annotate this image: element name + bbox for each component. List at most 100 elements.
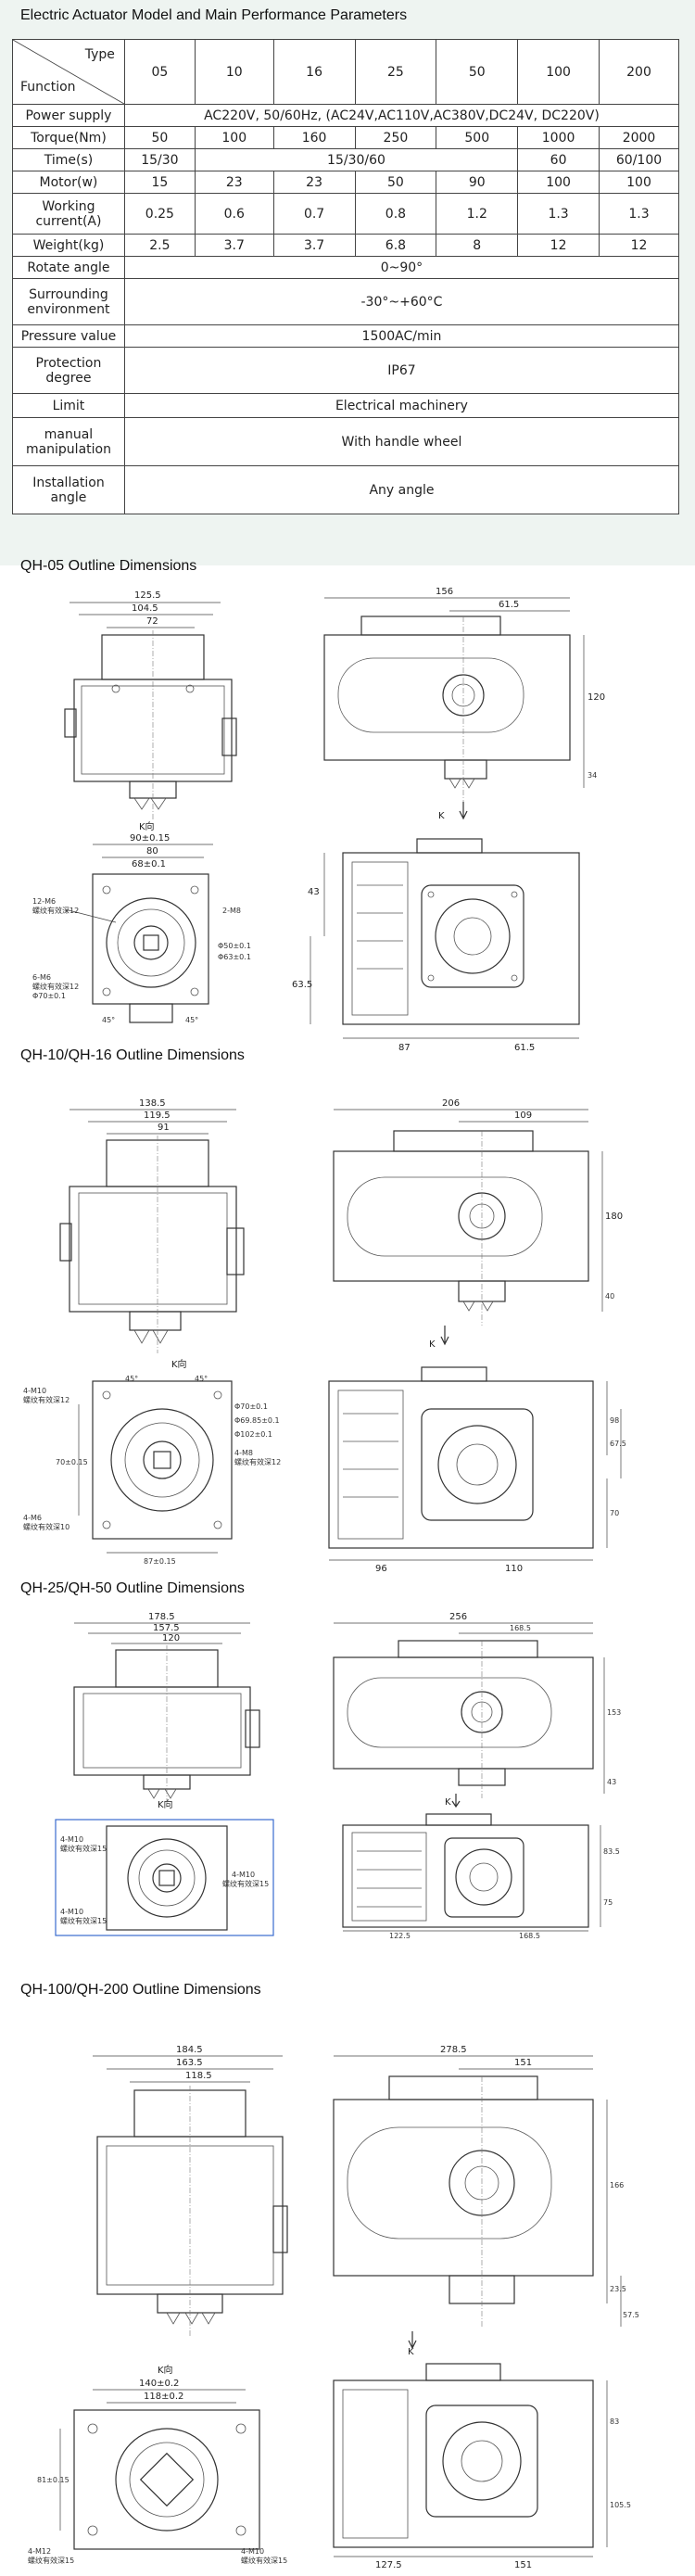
table-cell: 1.3 bbox=[599, 193, 679, 235]
label-line: angle bbox=[50, 489, 87, 505]
table-cell: 12 bbox=[517, 234, 600, 257]
callout: 螺纹有效深15 bbox=[241, 2556, 287, 2565]
callout: 螺纹有效深12 bbox=[32, 982, 79, 991]
limit-row: Limit Electrical machinery bbox=[12, 393, 680, 418]
pressure-row: Pressure value 1500AC/min bbox=[12, 324, 680, 348]
table-cell: 100 bbox=[194, 126, 274, 149]
diagonal-divider bbox=[12, 39, 125, 105]
dim-label: 151 bbox=[514, 2560, 532, 2570]
table-cell: 3.7 bbox=[272, 234, 356, 257]
front-view: 125.5 104.5 72 K向 bbox=[64, 590, 237, 832]
table-cell: 1.2 bbox=[436, 193, 519, 235]
corner-function: Function bbox=[20, 80, 76, 95]
dim-label: 68±0.1 bbox=[132, 859, 166, 869]
dim-label: 120 bbox=[588, 692, 605, 703]
label-line: environment bbox=[27, 301, 110, 317]
callout: 4-M10 bbox=[241, 2547, 264, 2556]
dim-label: 63.5 bbox=[292, 980, 312, 990]
dim-label: 178.5 bbox=[148, 1612, 175, 1622]
dim-label: 156 bbox=[436, 587, 453, 597]
bottom-view: 90±0.15 80 68±0.1 12-M6 螺纹有效深12 2-M8 6-M… bbox=[32, 833, 251, 1024]
row-label: Limit bbox=[12, 393, 125, 418]
model-cell: 50 bbox=[436, 39, 519, 105]
dim-label: 278.5 bbox=[440, 2045, 467, 2055]
dim-label: 119.5 bbox=[144, 1110, 171, 1121]
dim-label: 43 bbox=[308, 887, 320, 897]
time-row: Time(s) 15/30 15/30/60 60 60/100 bbox=[12, 148, 679, 171]
dim-label: 120 bbox=[162, 1633, 180, 1643]
table-cell: 15/30/60 bbox=[194, 148, 519, 171]
header-row: Type Function 05 10 16 25 50 100 200 bbox=[12, 39, 679, 105]
model-cell: 200 bbox=[599, 39, 679, 105]
dim-label: 122.5 bbox=[389, 1932, 411, 1940]
dim-label: 153 bbox=[607, 1708, 621, 1717]
front-view: 138.5 119.5 91 bbox=[59, 1098, 245, 1353]
table-cell: 250 bbox=[354, 126, 437, 149]
table-cell: 0.25 bbox=[123, 193, 196, 235]
callout: 45° bbox=[102, 1016, 115, 1024]
callout: Φ102±0.1 bbox=[234, 1430, 272, 1439]
table-cell: IP67 bbox=[123, 347, 680, 394]
table-cell: 0.8 bbox=[354, 193, 437, 235]
callout: 螺纹有效深12 bbox=[32, 906, 79, 915]
drawing-qh05: 125.5 104.5 72 K向 156 61.5 120 34 K 90±0… bbox=[28, 579, 644, 1054]
dim-label: 57.5 bbox=[623, 2311, 639, 2319]
dim-label: 96 bbox=[375, 1564, 387, 1574]
row-label: Motor(w) bbox=[12, 171, 125, 194]
dim-label: 104.5 bbox=[132, 603, 158, 614]
corner-type: Type bbox=[84, 47, 115, 62]
table-cell: 23 bbox=[194, 171, 274, 194]
dim-label: 67.5 bbox=[610, 1440, 626, 1448]
callout: Φ50±0.1 bbox=[218, 942, 251, 950]
model-cell: 100 bbox=[517, 39, 600, 105]
dim-label: 157.5 bbox=[153, 1623, 180, 1633]
callout: 螺纹有效深15 bbox=[60, 1844, 107, 1853]
dim-label: 61.5 bbox=[499, 600, 519, 610]
dim-label: 184.5 bbox=[176, 2045, 203, 2055]
label-line: Working bbox=[42, 198, 95, 214]
side-view: 278.5 151 166 23.5 57.5 K bbox=[333, 2045, 639, 2357]
callout: Φ69.85±0.1 bbox=[234, 1416, 280, 1425]
side-view: 256 168.5 153 43 K bbox=[333, 1612, 621, 1808]
table-cell: 2.5 bbox=[123, 234, 196, 257]
table-cell: 12 bbox=[599, 234, 679, 257]
table-cell: 100 bbox=[517, 171, 600, 194]
dim-label: 206 bbox=[442, 1098, 460, 1109]
callout: 4-M10 bbox=[23, 1387, 46, 1395]
section-heading-qh05: QH-05 Outline Dimensions bbox=[20, 558, 197, 574]
table-cell: 60 bbox=[517, 148, 600, 171]
table-cell: Electrical machinery bbox=[123, 393, 680, 418]
table-cell: 15 bbox=[123, 171, 196, 194]
table-cell: 0.6 bbox=[194, 193, 274, 235]
dim-label: 70 bbox=[610, 1509, 619, 1517]
dim-label: 109 bbox=[514, 1110, 532, 1121]
dim-label: 138.5 bbox=[139, 1098, 166, 1109]
k-marker: K bbox=[429, 1339, 436, 1350]
callout: 4-M6 bbox=[23, 1514, 42, 1522]
model-cell: 05 bbox=[123, 39, 196, 105]
table-cell: 1000 bbox=[517, 126, 600, 149]
callout: Φ70±0.1 bbox=[234, 1402, 268, 1411]
table-cell: 50 bbox=[123, 126, 196, 149]
power-row: Power supply AC220V, 50/60Hz, (AC24V,AC1… bbox=[12, 104, 680, 127]
dim-label: 83.5 bbox=[603, 1847, 620, 1856]
dim-label: 70±0.15 bbox=[56, 1458, 88, 1466]
row-label: Rotate angle bbox=[12, 256, 125, 279]
table-cell: 23 bbox=[272, 171, 356, 194]
side-view: 156 61.5 120 34 K bbox=[323, 587, 605, 821]
dim-label: 83 bbox=[610, 2417, 619, 2426]
weight-row: Weight(kg) 2.5 3.7 3.7 6.8 8 12 12 bbox=[12, 234, 679, 257]
dim-label: 105.5 bbox=[610, 2501, 631, 2509]
callout: 螺纹有效深15 bbox=[60, 1916, 107, 1925]
view-label: K向 bbox=[158, 2364, 173, 2376]
callout: 螺纹有效深12 bbox=[23, 1395, 70, 1404]
dim-label: 72 bbox=[146, 616, 158, 627]
bottom-view: K向 4-M10 螺纹有效深15 4-M10 螺纹有效深15 4-M10 螺纹有… bbox=[55, 1798, 274, 1936]
callout: 45° bbox=[195, 1375, 208, 1383]
dim-label: 151 bbox=[514, 2058, 532, 2068]
table-cell: 3.7 bbox=[194, 234, 274, 257]
table-cell: 500 bbox=[436, 126, 519, 149]
